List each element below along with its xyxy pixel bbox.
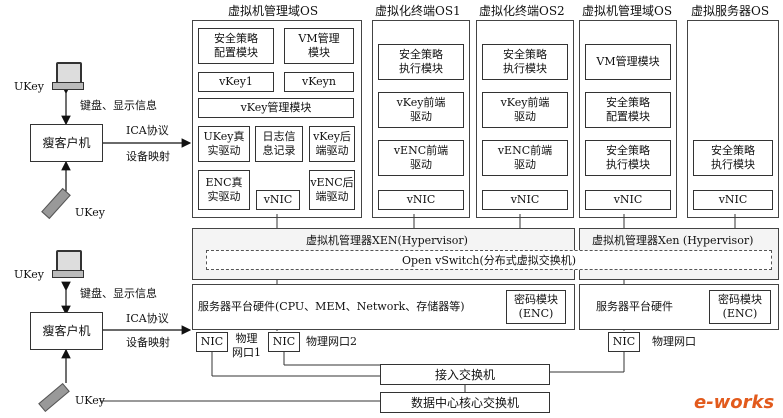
hypervisor-right-label: 虚拟机管理器Xen (Hypervisor) — [592, 234, 754, 247]
term2-policy-exec: 安全策略 执行模块 — [482, 44, 568, 80]
nic-2: NIC — [268, 332, 300, 352]
mgmt1-vkey-manage: vKey管理模块 — [198, 98, 354, 118]
mgmt1-vnic: vNIC — [256, 190, 300, 210]
term2-venc-front: vENC前端 驱动 — [482, 140, 568, 176]
term1-vkey-front: vKey前端 驱动 — [378, 92, 464, 128]
crypto-left: 密码模块 (ENC) — [506, 290, 566, 324]
phys-port-2: 物理网口2 — [306, 335, 357, 348]
mgmt1-log: 日志信 息记录 — [255, 126, 303, 162]
watermark-logo: e-works — [694, 392, 775, 413]
bottom-ukey-label: UKey — [14, 268, 44, 281]
hardware-left-label: 服务器平台硬件(CPU、MEM、Network、存储器等) — [198, 300, 465, 313]
bottom-keyboard-icon — [52, 270, 84, 278]
access-switch: 接入交换机 — [380, 364, 550, 385]
term1-policy-exec: 安全策略 执行模块 — [378, 44, 464, 80]
term2-title: 虚拟化终端OS2 — [479, 4, 565, 18]
top-keyboard-icon — [52, 82, 84, 90]
top-dev-map-label: 设备映射 — [126, 150, 170, 163]
term1-vnic: vNIC — [378, 190, 464, 210]
top-thin-client: 瘦客户机 — [30, 124, 103, 162]
top-kb-display: 键盘、显示信息 — [80, 99, 157, 112]
phys-port-1: 物理 网口1 — [232, 332, 261, 359]
server-vnic: vNIC — [693, 190, 773, 210]
hardware-right-label: 服务器平台硬件 — [596, 300, 673, 313]
mgmt1-title: 虚拟机管理域OS — [228, 4, 319, 18]
mgmt2-policy-config: 安全策略 配置模块 — [585, 92, 671, 128]
mgmt1-ukey-driver: UKey真 实驱动 — [198, 126, 250, 162]
open-vswitch: Open vSwitch(分布式虚拟交换机) — [206, 250, 772, 270]
top-monitor-icon — [56, 62, 82, 84]
mgmt1-vkey-backend: vKey后 端驱动 — [309, 126, 355, 162]
top-ica-label: ICA协议 — [126, 124, 169, 137]
mgmt2-panel — [579, 20, 677, 218]
term2-vkey-front: vKey前端 驱动 — [482, 92, 568, 128]
mgmt1-enc-driver: ENC真 实驱动 — [198, 170, 250, 210]
nic-1: NIC — [196, 332, 228, 352]
mgmt1-panel — [192, 20, 362, 218]
crypto-right: 密码模块 (ENC) — [709, 290, 771, 324]
term2-panel — [476, 20, 574, 218]
mgmt1-vm-manage: VM管理 模块 — [284, 28, 354, 64]
bottom-ukey-bottom-label: UKey — [75, 394, 105, 407]
mgmt1-venc-backend: vENC后 端驱动 — [309, 170, 355, 210]
mgmt2-title: 虚拟机管理域OS — [582, 4, 673, 18]
term2-vnic: vNIC — [482, 190, 568, 210]
server-title: 虚拟服务器OS — [691, 4, 770, 18]
bottom-monitor-icon — [56, 250, 82, 272]
bottom-ica-label: ICA协议 — [126, 312, 169, 325]
term1-panel — [372, 20, 470, 218]
term1-title: 虚拟化终端OS1 — [375, 4, 461, 18]
core-switch: 数据中心核心交换机 — [380, 392, 550, 413]
top-ukey-label: UKey — [14, 80, 44, 93]
term1-venc-front: vENC前端 驱动 — [378, 140, 464, 176]
bottom-thin-client: 瘦客户机 — [30, 312, 103, 350]
bottom-dev-map-label: 设备映射 — [126, 336, 170, 349]
server-policy-exec: 安全策略 执行模块 — [693, 140, 773, 176]
server-panel — [687, 20, 779, 218]
mgmt2-policy-exec: 安全策略 执行模块 — [585, 140, 671, 176]
mgmt2-vnic: vNIC — [585, 190, 671, 210]
top-ukey-bottom-label: UKey — [75, 206, 105, 219]
mgmt1-policy-config: 安全策略 配置模块 — [198, 28, 274, 64]
bottom-kb-display: 键盘、显示信息 — [80, 287, 157, 300]
mgmt2-vm-manage: VM管理模块 — [585, 44, 671, 80]
nic-3: NIC — [608, 332, 640, 352]
hypervisor-left-label: 虚拟机管理器XEN(Hypervisor) — [306, 234, 468, 247]
mgmt1-vkey1: vKey1 — [198, 72, 274, 92]
phys-port-3: 物理网口 — [652, 335, 696, 348]
mgmt1-vkeyn: vKeyn — [284, 72, 354, 92]
